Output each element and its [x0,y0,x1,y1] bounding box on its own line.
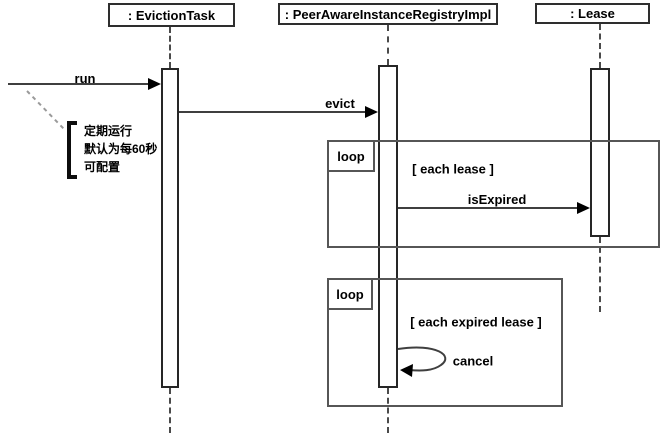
note-text: 定期运行 默认为每60秒 可配置 [84,122,157,176]
activation-bar-registry [378,65,398,388]
loop-operator-box: loop [327,278,373,310]
lifeline-eviction-task-top [169,27,171,68]
note-line: 默认为每60秒 [84,142,158,156]
evict-message-label: evict [325,96,355,111]
lifeline-lease-top [599,24,601,68]
loop-guard-each-lease: [ each lease ] [412,161,494,177]
note-line: 定期运行 [84,124,133,138]
arrowhead-icon [148,78,161,90]
activation-bar-eviction-task [161,68,179,388]
note-anchor-line [26,90,65,130]
note-line: 可配置 [84,160,121,174]
lifeline-registry-top [387,25,389,65]
participant-label: : Lease [570,6,615,21]
lifeline-eviction-task-bottom [169,388,171,433]
loop-fragment-each-expired-lease [327,278,563,407]
participant-header-eviction-task: : EvictionTask [108,3,235,27]
participant-header-registry: : PeerAwareInstanceRegistryImpl [278,3,498,25]
loop-operator-box: loop [327,140,375,172]
run-message-label: run [74,71,96,86]
activation-bar-lease [590,68,610,237]
participant-header-lease: : Lease [535,3,650,24]
participant-label: : EvictionTask [127,7,216,23]
loop-fragment-each-lease [327,140,660,248]
note-bracket [67,121,77,179]
cancel-message-label: cancel [452,353,494,369]
loop-operator-label: loop [336,286,364,302]
loop-operator-label: loop [337,148,365,164]
participant-label: : PeerAwareInstanceRegistryImpl [284,6,492,22]
loop-guard-each-expired-lease: [ each expired lease ] [410,314,542,330]
arrowhead-icon [365,106,378,118]
lifeline-lease-bottom [599,237,601,312]
isexpired-message-label: isExpired [467,192,527,207]
lifeline-registry-bottom [387,388,389,433]
